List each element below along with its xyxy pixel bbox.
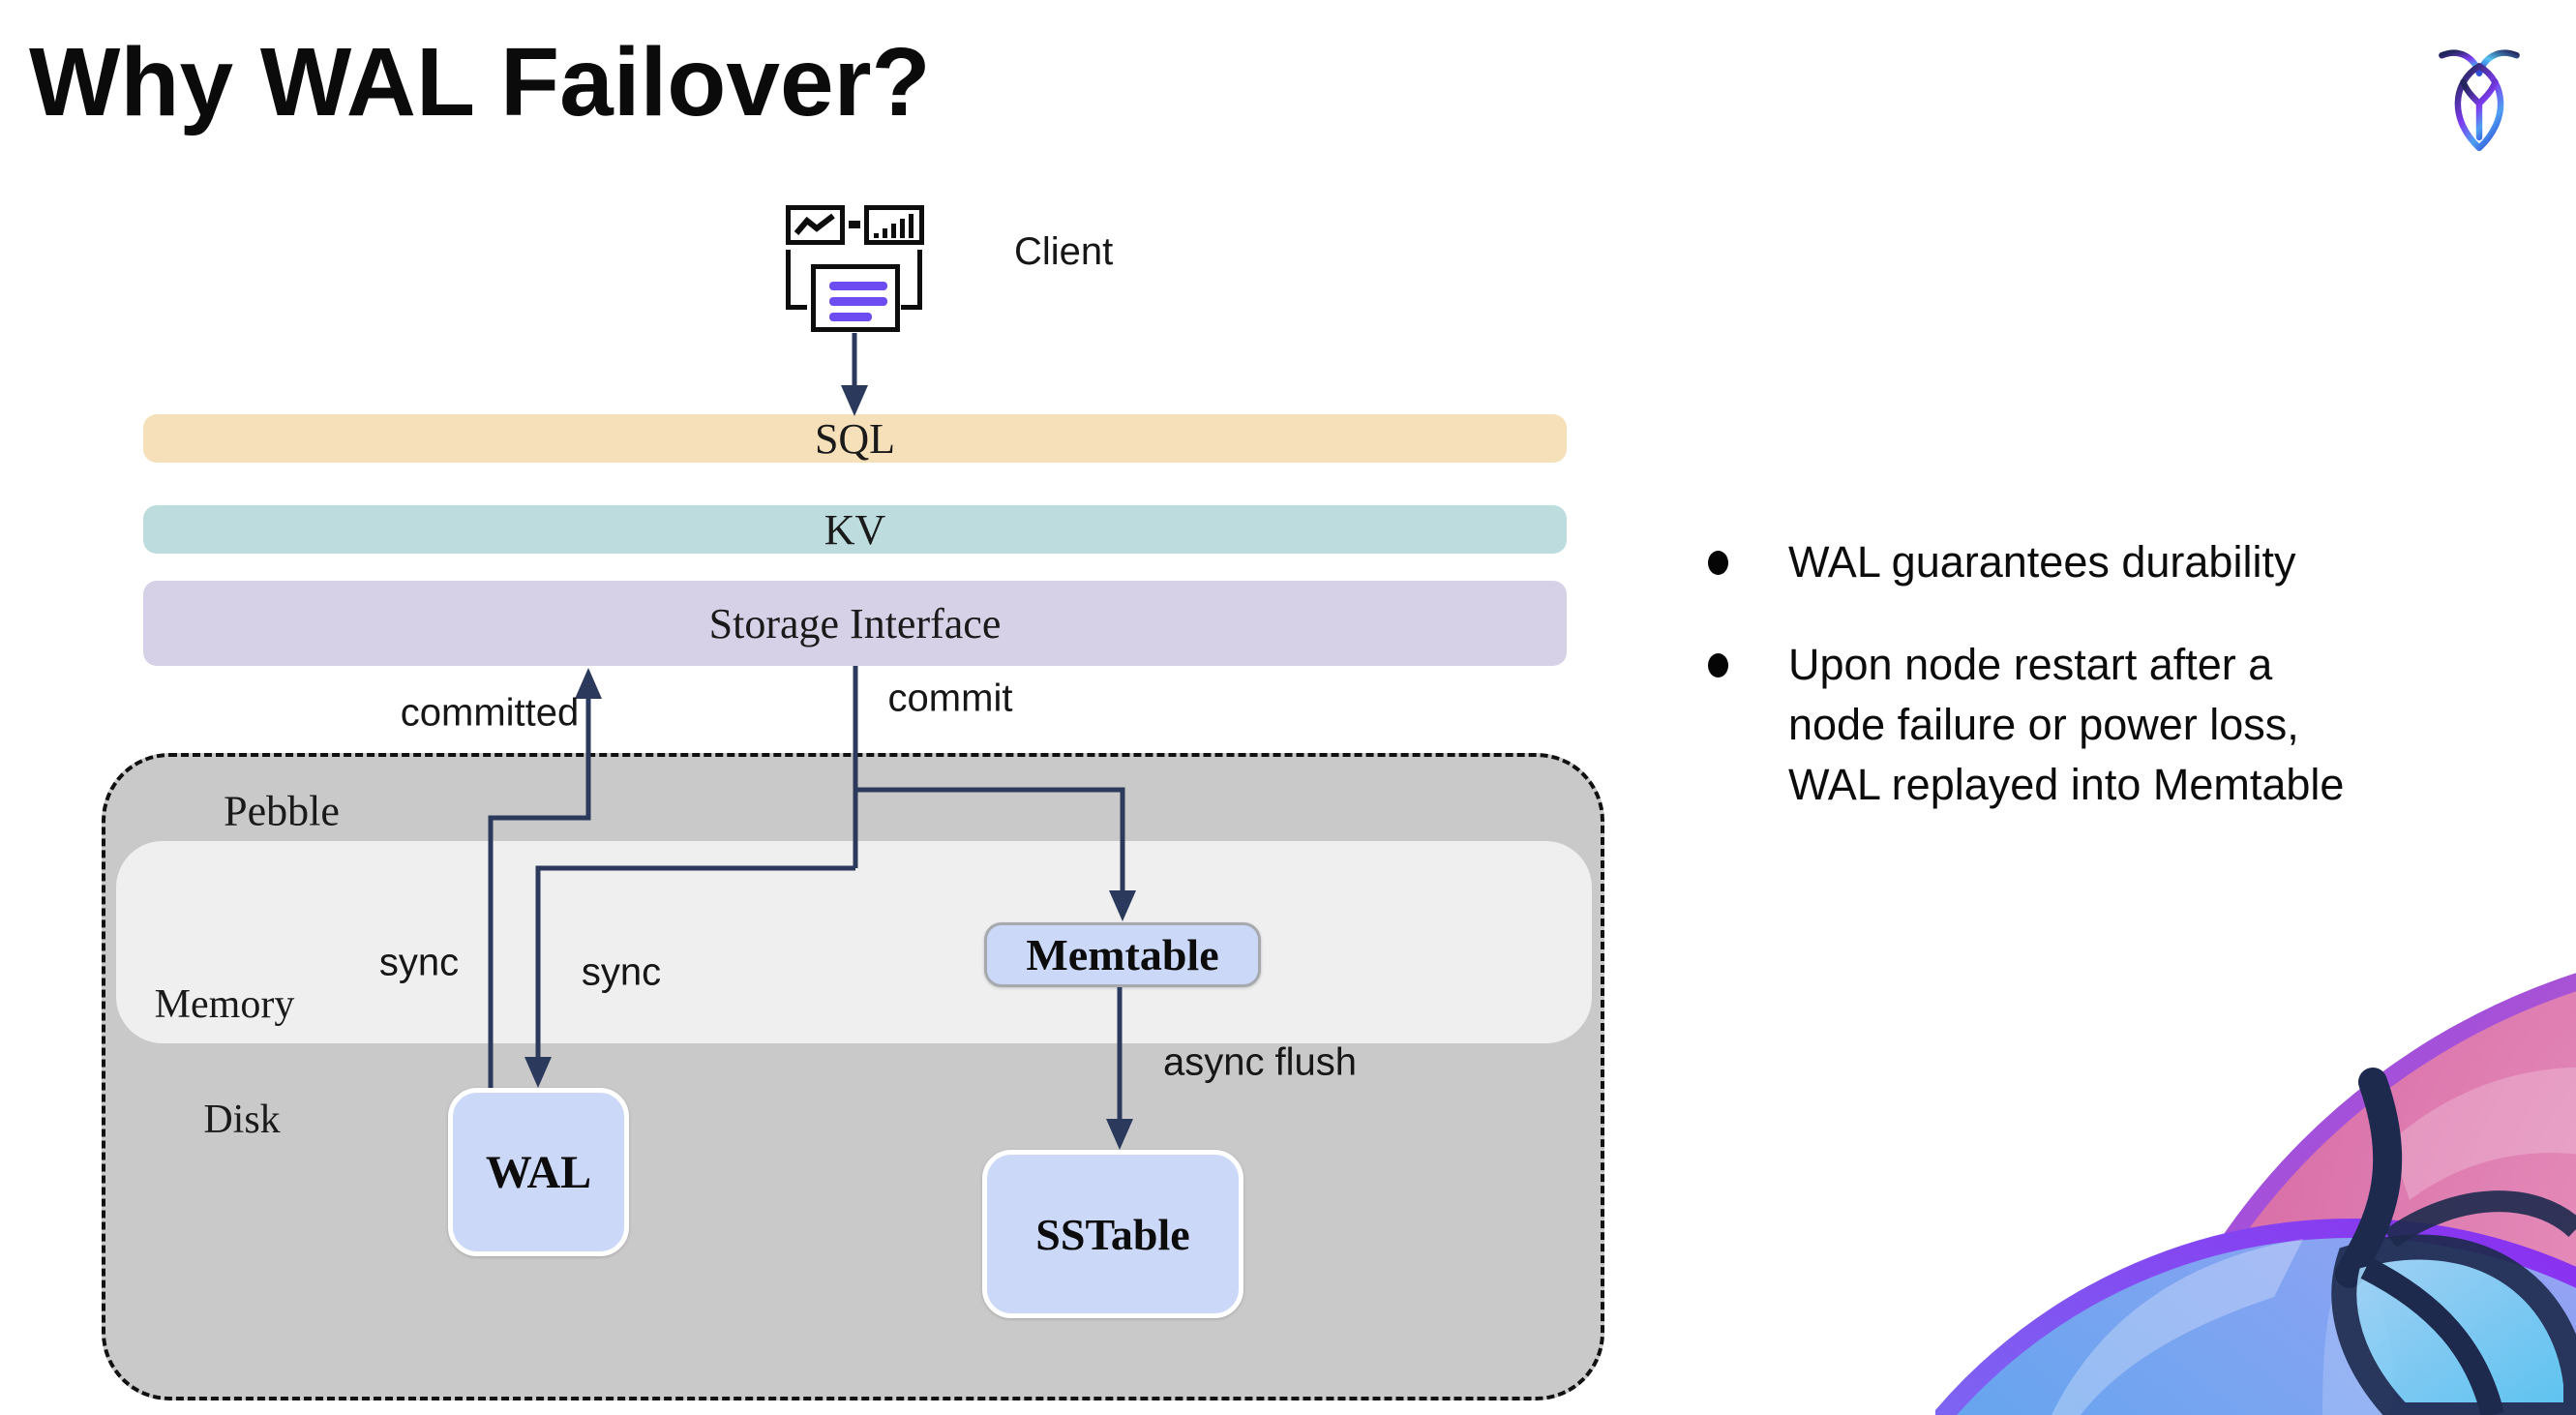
- disk-label: Disk: [203, 1098, 281, 1142]
- committed-label: committed: [400, 691, 580, 735]
- document-icon: [811, 264, 900, 332]
- list-item: WAL guarantees durability: [1708, 532, 2560, 592]
- sync-right-label: sync: [581, 950, 662, 994]
- sstable-node: SSTable: [982, 1150, 1243, 1318]
- line-chart-icon: [786, 205, 845, 245]
- async-flush-label: async flush: [1162, 1040, 1358, 1084]
- brand-art: [1935, 973, 2576, 1415]
- page-title: Why WAL Failover?: [29, 28, 931, 136]
- pebble-label: Pebble: [224, 787, 340, 835]
- wal-label: WAL: [485, 1146, 592, 1198]
- sstable-label: SSTable: [1035, 1209, 1190, 1259]
- bar-chart-icon: [864, 205, 924, 245]
- bullet-icon: [1708, 551, 1728, 575]
- layer-storage-interface: Storage Interface: [143, 581, 1567, 666]
- commit-label: commit: [887, 677, 1013, 720]
- wal-node: WAL: [448, 1088, 629, 1256]
- document-line: [829, 282, 887, 290]
- layer-storage-interface-label: Storage Interface: [708, 599, 1002, 647]
- document-line: [829, 297, 887, 306]
- memtable-label: Memtable: [1026, 930, 1219, 979]
- memory-label: Memory: [154, 982, 295, 1027]
- document-line: [829, 313, 872, 321]
- sync-left-label: sync: [378, 941, 460, 984]
- layer-sql: SQL: [143, 414, 1567, 463]
- bullet-list: WAL guarantees durability Upon node rest…: [1708, 532, 2560, 858]
- dash-icon: [849, 221, 860, 228]
- layer-sql-label: SQL: [814, 414, 896, 463]
- right-bracket-icon: [901, 250, 922, 310]
- bullet-text: WAL guarantees durability: [1788, 537, 2296, 587]
- client-label: Client: [1014, 230, 1114, 273]
- layer-kv-label: KV: [824, 505, 886, 554]
- memory-band: [116, 841, 1592, 1043]
- cockroachdb-logo-icon: [2439, 49, 2520, 152]
- bullet-text: Upon node restart after a node failure o…: [1788, 640, 2345, 809]
- memtable-node: Memtable: [984, 922, 1261, 987]
- left-bracket-icon: [786, 250, 807, 310]
- bullet-icon: [1708, 653, 1728, 677]
- layer-kv: KV: [143, 505, 1567, 554]
- list-item: Upon node restart after a node failure o…: [1708, 635, 2560, 815]
